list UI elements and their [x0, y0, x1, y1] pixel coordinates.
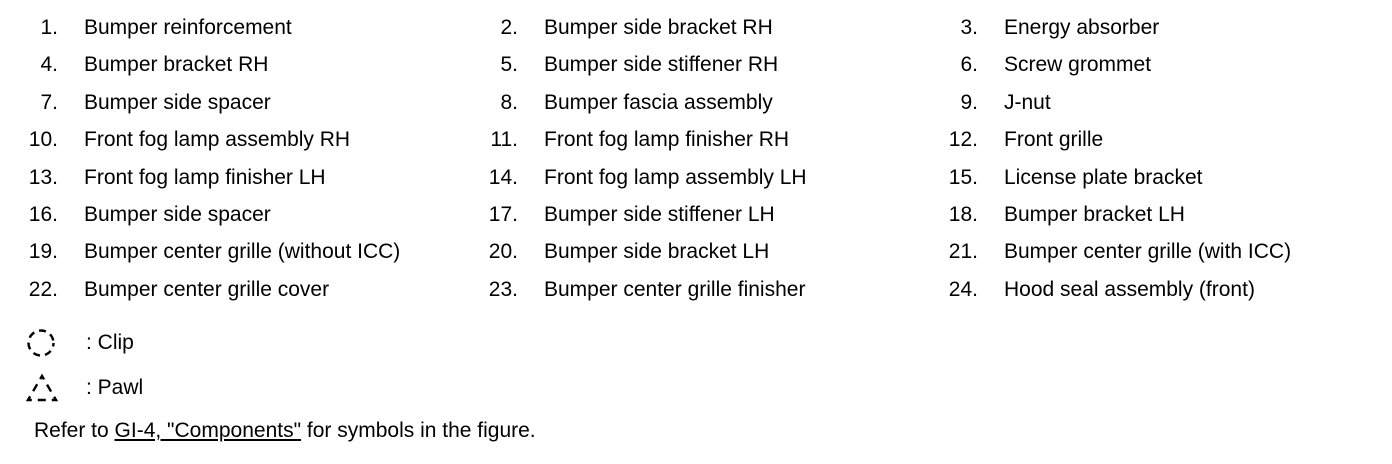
part-item: 6. Screw grommet [920, 52, 1380, 89]
dashed-circle-icon [26, 328, 82, 358]
part-number: 24. [948, 277, 978, 301]
part-number: 9. [960, 90, 978, 114]
part-item: 16. Bumper side spacer [0, 202, 460, 239]
part-number: 13. [28, 165, 58, 189]
part-item: 19. Bumper center grille (without ICC) [0, 239, 460, 276]
part-number: 5. [500, 53, 518, 77]
part-label: Hood seal assembly (front) [1004, 277, 1255, 301]
part-item: 2. Bumper side bracket RH [460, 15, 920, 52]
part-label: Bumper side bracket LH [544, 240, 770, 264]
note-prefix: Refer to [34, 419, 115, 442]
part-item: 8. Bumper fascia assembly [460, 90, 920, 127]
part-label: Front fog lamp finisher RH [544, 128, 790, 152]
part-number: 2. [500, 16, 518, 39]
part-number: 6. [960, 53, 978, 77]
part-number: 10. [28, 128, 58, 152]
part-item: 23. Bumper center grille finisher [460, 277, 920, 314]
part-item: 4. Bumper bracket RH [0, 52, 460, 89]
part-label: Front grille [1004, 128, 1104, 152]
part-number: 4. [40, 53, 58, 77]
part-label: Bumper side bracket RH [544, 16, 773, 39]
part-item: 20. Bumper side bracket LH [460, 239, 920, 276]
part-item: 18. Bumper bracket LH [920, 202, 1380, 239]
part-item: 7. Bumper side spacer [0, 90, 460, 127]
part-item: 9. J-nut [920, 90, 1380, 127]
part-item: 5. Bumper side stiffener RH [460, 52, 920, 89]
part-number: 15. [948, 165, 978, 189]
part-item: 13. Front fog lamp finisher LH [0, 165, 460, 202]
part-number: 18. [948, 202, 978, 226]
part-label: Bumper center grille (without ICC) [84, 240, 401, 264]
part-label: Bumper reinforcement [84, 16, 292, 39]
part-item: 10. Front fog lamp assembly RH [0, 127, 460, 164]
parts-list: 1. Bumper reinforcement 2. Bumper side bra… [0, 15, 1392, 314]
part-item: 21. Bumper center grille (with ICC) [920, 239, 1380, 276]
part-number: 1. [40, 16, 58, 39]
part-item: 1. Bumper reinforcement [0, 15, 460, 52]
part-item: 14. Front fog lamp assembly LH [460, 165, 920, 202]
part-number: 21. [948, 240, 978, 264]
part-item: 15. License plate bracket [920, 165, 1380, 202]
part-label: Bumper center grille cover [84, 277, 330, 301]
dashed-triangle-icon [26, 373, 82, 403]
part-item: 12. Front grille [920, 127, 1380, 164]
part-number: 22. [28, 277, 58, 301]
legend-label: : Pawl [86, 375, 144, 399]
part-number: 16. [28, 202, 58, 226]
part-label: Bumper side spacer [84, 202, 271, 226]
part-label: Screw grommet [1004, 53, 1152, 77]
part-label: Bumper side stiffener RH [544, 53, 779, 77]
part-label: Front fog lamp assembly RH [84, 128, 351, 152]
part-number: 19. [28, 240, 58, 264]
part-number: 12. [948, 128, 978, 152]
part-number: 11. [490, 128, 518, 152]
part-label: Bumper center grille (with ICC) [1004, 240, 1292, 264]
part-label: Bumper fascia assembly [544, 90, 773, 114]
components-link[interactable]: GI-4, "Components" [114, 419, 302, 442]
legend-row-clip: : Clip [0, 320, 600, 365]
part-number: 20. [488, 240, 518, 264]
part-number: 17. [488, 202, 518, 226]
part-label: Front fog lamp finisher LH [84, 165, 326, 189]
part-number: 23. [488, 277, 518, 301]
part-label: Bumper side stiffener LH [544, 202, 775, 226]
part-label: Bumper bracket LH [1004, 202, 1185, 226]
symbol-legend: : Clip : Pawl [0, 320, 600, 410]
part-number: 14. [488, 165, 518, 189]
part-item: 3. Energy absorber [920, 15, 1380, 52]
part-label: Front fog lamp assembly LH [544, 165, 807, 189]
part-label: Bumper center grille finisher [544, 277, 806, 301]
reference-note: Refer to GI-4, "Components" for symbols … [34, 418, 536, 444]
part-number: 8. [500, 90, 518, 114]
part-label: License plate bracket [1004, 165, 1203, 189]
part-label: J-nut [1004, 90, 1051, 114]
part-item: 11. Front fog lamp finisher RH [460, 127, 920, 164]
part-item: 17. Bumper side stiffener LH [460, 202, 920, 239]
part-label: Energy absorber [1004, 16, 1160, 39]
note-suffix: for symbols in the figure. [301, 419, 536, 442]
part-item: 22. Bumper center grille cover [0, 277, 460, 314]
part-item: 24. Hood seal assembly (front) [920, 277, 1380, 314]
part-label: Bumper bracket RH [84, 53, 269, 77]
part-label: Bumper side spacer [84, 90, 271, 114]
part-number: 7. [40, 90, 58, 114]
legend-label: : Clip [86, 330, 134, 354]
legend-row-pawl: : Pawl [0, 365, 600, 410]
part-number: 3. [960, 16, 978, 39]
